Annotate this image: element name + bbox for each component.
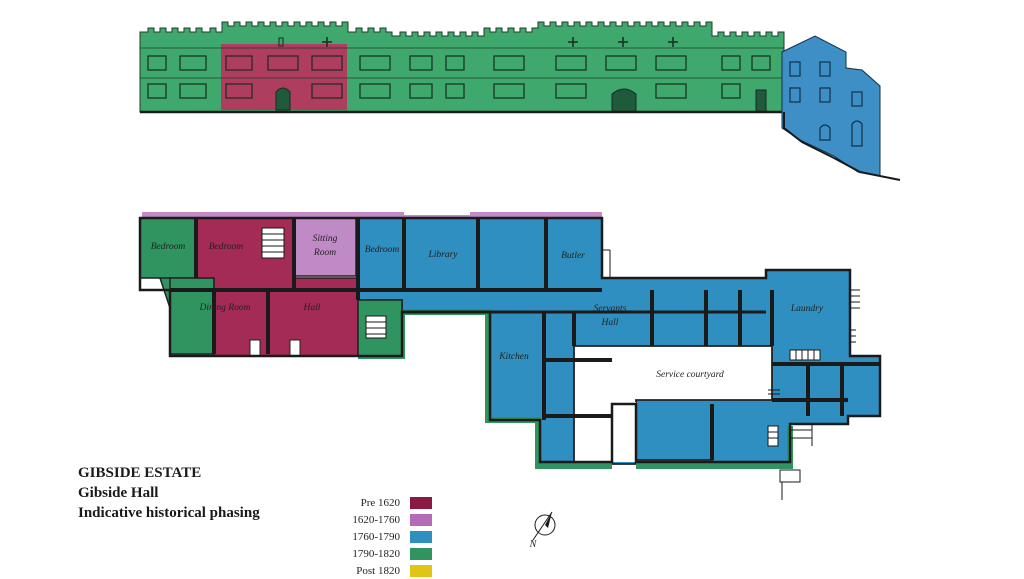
- elevation-drawing: [139, 21, 901, 181]
- elevation-blue-tower: [781, 35, 881, 177]
- legend-label: 1790-1820: [352, 547, 400, 560]
- phasing-legend: Pre 1620 1620-1760 1760-1790 1790-1820 P…: [330, 494, 432, 579]
- plan-sitting-room-block: [293, 217, 357, 277]
- north-label: N: [529, 539, 538, 550]
- title-estate: GIBSIDE ESTATE: [78, 465, 202, 481]
- room-label-library: Library: [427, 250, 458, 260]
- room-label-servants-hall-2: Hall: [601, 318, 619, 328]
- legend-swatch: [410, 496, 432, 509]
- legend-item-1790-1820: 1790-1820: [330, 545, 432, 562]
- room-label-butler: Butler: [561, 251, 585, 261]
- title-block: GIBSIDE ESTATE Gibside Hall Indicative h…: [78, 463, 260, 523]
- legend-swatch: [410, 564, 432, 577]
- plan-outer-wall: [138, 216, 882, 464]
- legend-swatch: [410, 513, 432, 526]
- elevation-arched-door: [611, 88, 637, 113]
- room-label-laundry: Laundry: [790, 304, 824, 314]
- legend-label: Post 1820: [356, 564, 400, 577]
- elevation-upper-windows: [147, 55, 771, 71]
- room-label-service-courtyard: Service courtyard: [656, 370, 724, 380]
- room-label-sitting-room-1: Sitting: [313, 234, 338, 244]
- elevation-cross-ornaments: [322, 37, 678, 47]
- room-label-hall: Hall: [303, 303, 321, 313]
- legend-label: 1760-1790: [352, 530, 400, 543]
- room-label-bedroom-east: Bedroom: [365, 245, 400, 255]
- title-subtitle: Indicative historical phasing: [78, 505, 260, 521]
- room-label-bedroom-west: Bedroom: [151, 242, 186, 252]
- north-arrow-icon: N: [529, 511, 556, 550]
- room-label-kitchen: Kitchen: [498, 352, 529, 362]
- legend-swatch: [410, 547, 432, 560]
- room-label-dining-room: Dining Room: [199, 303, 251, 313]
- room-label-sitting-room-2: Room: [313, 248, 336, 258]
- plan-staircases: [261, 227, 821, 447]
- floor-plan: Bedroom Bedroom Sitting Room Bedroom Lib…: [138, 212, 882, 500]
- legend-label: 1620-1760: [352, 513, 400, 526]
- room-label-bedroom-center: Bedroom: [209, 242, 244, 252]
- legend-swatch: [410, 530, 432, 543]
- title-building: Gibside Hall: [78, 485, 159, 501]
- plan-purple-top-strip: [142, 212, 404, 218]
- room-label-servants-hall-1: Servants: [594, 304, 627, 314]
- legend-item-1760-1790: 1760-1790: [330, 528, 432, 545]
- elevation-main-door: [275, 87, 291, 111]
- legend-item-1620-1760: 1620-1760: [330, 511, 432, 528]
- legend-item-pre-1620: Pre 1620: [330, 494, 432, 511]
- elevation-slope-line: [783, 112, 901, 181]
- elevation-lower-windows: [147, 83, 741, 99]
- legend-item-post-1820: Post 1820: [330, 562, 432, 579]
- legend-label: Pre 1620: [360, 496, 400, 509]
